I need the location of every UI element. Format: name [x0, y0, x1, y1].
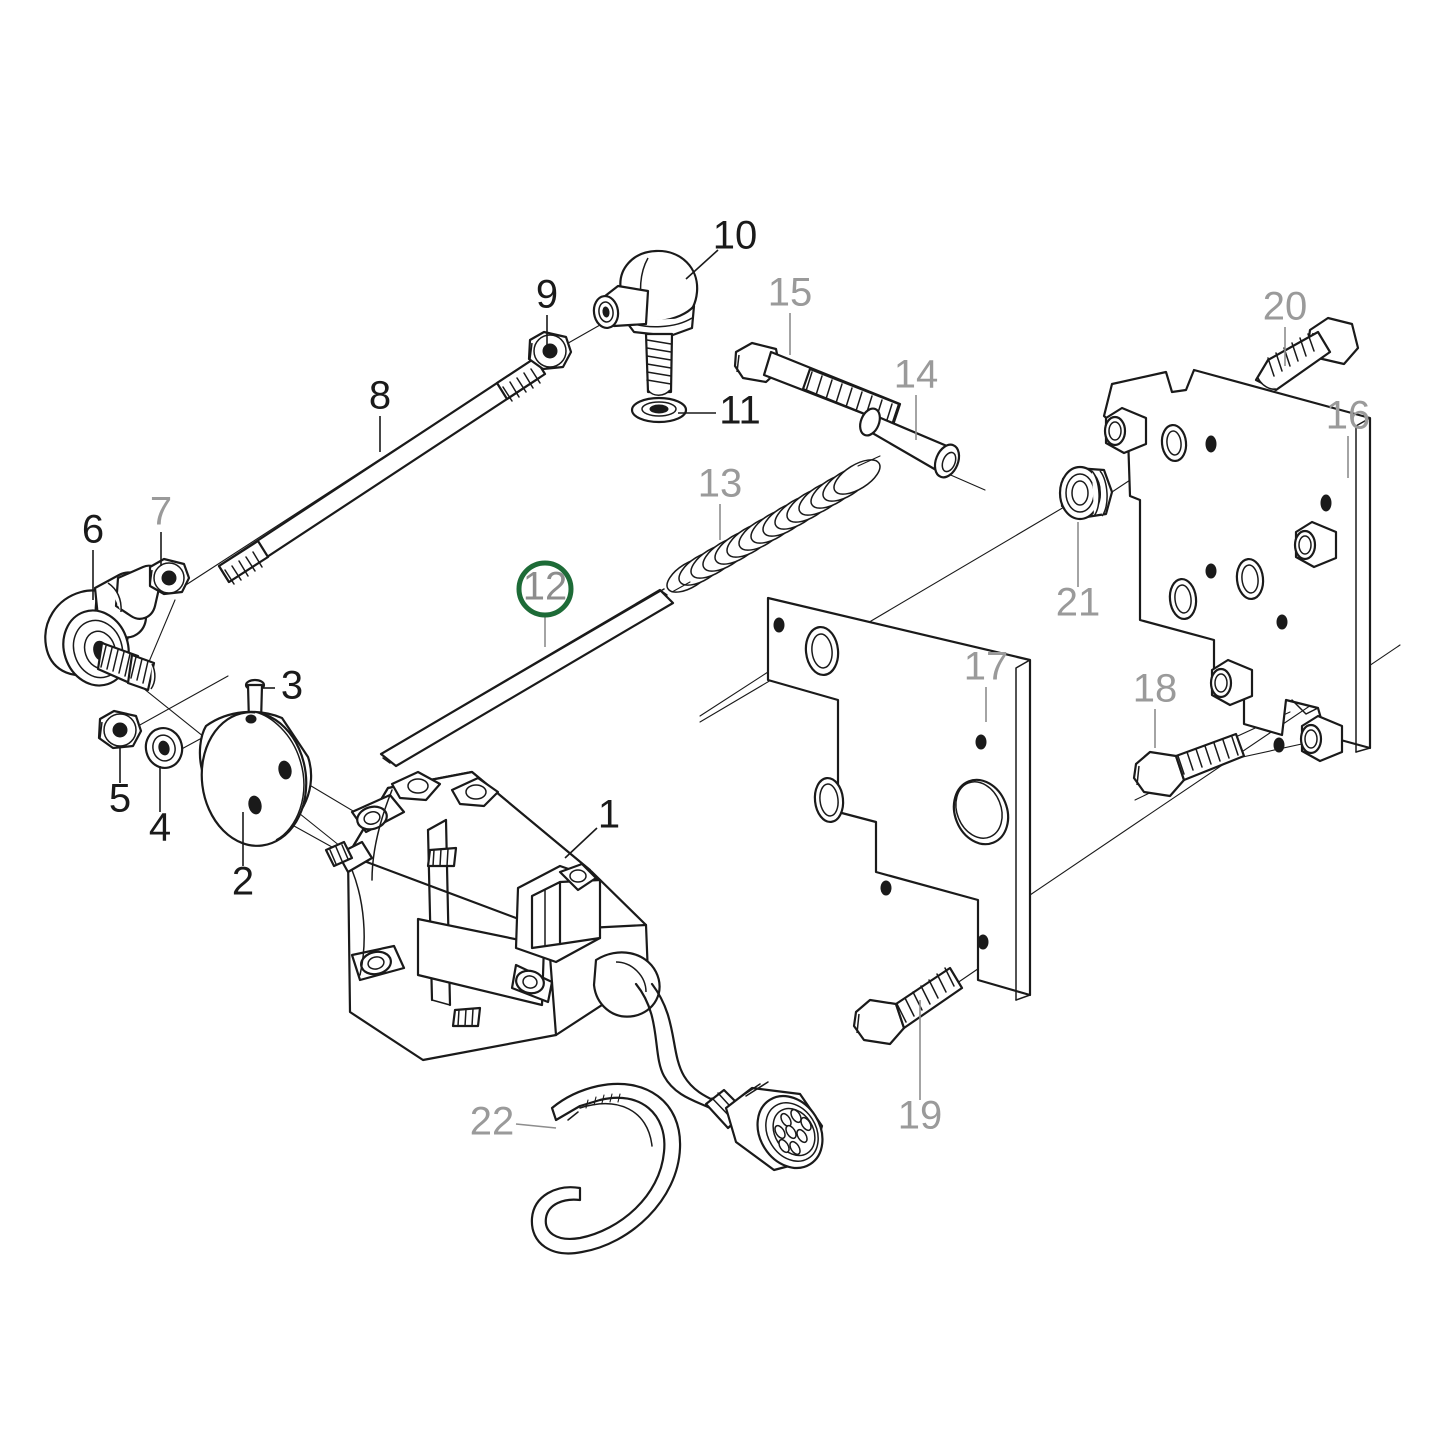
part-actuator-body [324, 770, 661, 1062]
part-washer-11 [630, 396, 688, 424]
part-mounting-plate-17 [766, 596, 1032, 1001]
callout-label-20: 20 [1263, 285, 1308, 329]
callout-label-18: 18 [1133, 667, 1178, 711]
callout-label-12: 12 [523, 565, 568, 609]
part-disc-plate-2 [198, 710, 313, 847]
part-cable-tie [530, 1082, 682, 1255]
callout-label-16: 16 [1326, 394, 1371, 438]
callout-label-14: 14 [894, 353, 939, 397]
part-lock-nut-9 [527, 330, 573, 371]
callout-label-2: 2 [232, 860, 254, 904]
part-lock-nut-7 [148, 557, 191, 596]
callout-label-22: 22 [470, 1100, 515, 1144]
callout-labels: 1 2 3 4 5 6 7 8 9 10 11 12 13 14 15 16 1… [82, 214, 1370, 1144]
callout-label-11: 11 [719, 389, 761, 433]
callout-label-13: 13 [698, 462, 743, 506]
part-ball-joint-left [44, 564, 162, 692]
callout-label-4: 4 [149, 806, 171, 850]
part-threaded-rod [217, 356, 547, 585]
part-mounting-bracket-16 [1102, 368, 1372, 763]
part-spacer-sleeve-14 [859, 407, 961, 479]
highlight-ring-item-12 [516, 560, 574, 618]
callout-label-5: 5 [109, 777, 131, 821]
callout-label-10: 10 [713, 214, 758, 258]
part-washer-4 [144, 727, 184, 769]
part-link-bar [379, 588, 675, 768]
part-bushing-21 [1058, 465, 1114, 521]
part-ball-joint-upper [592, 249, 699, 396]
callout-label-15: 15 [768, 271, 813, 315]
part-connector-cable [634, 982, 824, 1172]
callout-label-8: 8 [369, 374, 391, 418]
callout-label-7: 7 [150, 490, 172, 534]
part-lock-nut-5 [97, 709, 143, 750]
part-hex-bolt-19 [852, 966, 964, 1046]
part-compression-spring [666, 455, 881, 593]
callout-label-17: 17 [964, 645, 1009, 689]
callout-label-6: 6 [82, 508, 104, 552]
callout-label-9: 9 [536, 273, 558, 317]
part-hex-bolt-18 [1132, 732, 1246, 798]
callout-label-1: 1 [598, 793, 620, 837]
callout-label-3: 3 [281, 664, 303, 708]
callout-label-21: 21 [1056, 581, 1101, 625]
callout-label-19: 19 [898, 1094, 943, 1138]
part-hex-bolt-20 [1254, 316, 1360, 392]
callout-leader-lines [92, 249, 1349, 1129]
